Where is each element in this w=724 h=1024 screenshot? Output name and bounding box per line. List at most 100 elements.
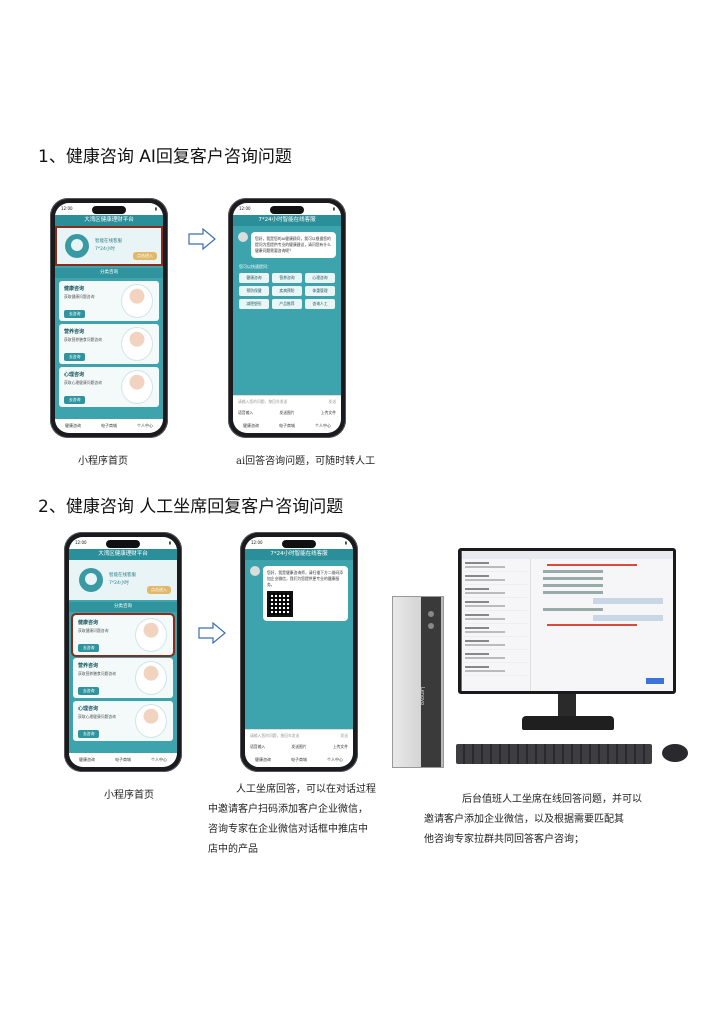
ai-message-bubble: 您好，我是您的AI健康顾问，我可以根据您的提问为您提供专业的健康建议，请问您有什… — [238, 232, 336, 258]
status-time: 12:00 — [251, 540, 263, 545]
chat-input[interactable]: 请输入您的问题，按回车发送 — [238, 399, 288, 404]
message-line — [593, 615, 663, 621]
message-line — [593, 598, 663, 604]
consult-button[interactable]: 去咨询 — [64, 396, 86, 404]
keyboard — [456, 744, 652, 764]
doctor-avatar — [121, 284, 153, 318]
card-health[interactable]: 健康咨询获取健康问题咨询去咨询 — [71, 613, 175, 657]
tab-profile[interactable]: 个人中心 — [315, 423, 331, 428]
tab-health[interactable]: 健康咨询 — [243, 423, 259, 428]
caption-agent-chat: 人工坐席回答，可以在对话过程 中邀请客户扫码添加客户企业微信， 咨询专家在企业微… — [208, 780, 408, 860]
tab-bar: 健康咨询 电子商城 个人中心 — [69, 753, 177, 767]
quick-question[interactable]: 健康咨询 — [239, 273, 269, 283]
consult-button[interactable]: 去咨询 — [64, 310, 86, 318]
voice-input-button[interactable]: 语音输入 — [250, 744, 266, 749]
tab-profile[interactable]: 个人中心 — [137, 423, 153, 428]
qr-code-icon[interactable] — [267, 591, 293, 617]
enter-button[interactable]: 点击进入 — [147, 586, 171, 594]
list-item[interactable] — [464, 663, 527, 676]
list-item[interactable] — [464, 650, 527, 663]
tab-health[interactable]: 健康咨询 — [255, 757, 271, 762]
ai-service-banner[interactable]: 智能在线客服 7*24小时 点击进入 — [55, 226, 163, 266]
message-line — [543, 570, 603, 573]
card-subtitle: 获取健康问题咨询 — [78, 628, 109, 633]
send-button[interactable]: 发送 — [328, 399, 336, 404]
upload-file-button[interactable]: 上传文件 — [320, 410, 336, 415]
send-image-button[interactable]: 发送图片 — [291, 744, 307, 749]
battery-icon: ▮ — [344, 540, 347, 545]
console-send-button[interactable] — [646, 678, 664, 684]
card-title: 心理咨询 — [64, 372, 85, 378]
caption-line: 中邀请客户扫码添加客户企业微信， — [208, 804, 368, 815]
enter-button[interactable]: 点击进入 — [133, 252, 157, 260]
consult-button[interactable]: 去咨询 — [78, 644, 100, 652]
phone-ai-chat: 12:00▮ 7*24小时智能在线客服 您好，我是您的AI健康顾问，我可以根据您… — [228, 198, 346, 438]
tab-bar: 健康咨询 电子商城 个人中心 — [245, 753, 353, 767]
doctor-avatar — [135, 618, 167, 652]
quick-question[interactable]: 咨询人工 — [305, 299, 335, 309]
quick-question[interactable]: 营养咨询 — [272, 273, 302, 283]
hero-title: 智能在线客服 — [95, 239, 122, 244]
quick-question[interactable]: 预防保健 — [239, 286, 269, 296]
message-line — [543, 584, 603, 587]
message-line — [543, 591, 603, 594]
card-health[interactable]: 健康咨询获取健康问题咨询去咨询 — [59, 281, 159, 321]
card-nutrition[interactable]: 营养咨询获取营养膳食问题咨询去咨询 — [73, 658, 173, 698]
arrow-right-icon — [188, 228, 216, 250]
card-psychology[interactable]: 心理咨询获取心理健康问题咨询去咨询 — [73, 701, 173, 741]
tab-health[interactable]: 健康咨询 — [79, 757, 95, 762]
consult-button[interactable]: 去咨询 — [78, 687, 100, 695]
list-item[interactable] — [464, 624, 527, 637]
caption-home-1: 小程序首页 — [78, 456, 128, 467]
phone-screen: 12:00▮ 7*24小时智能在线客服 您好，我是健康咨询师，请扫描下方二维码添… — [245, 537, 353, 767]
quick-question[interactable]: 体重管理 — [305, 286, 335, 296]
quick-question[interactable]: 产品推荐 — [272, 299, 302, 309]
tab-mall[interactable]: 电子商城 — [101, 423, 117, 428]
conversation-pane — [533, 561, 670, 688]
monitor-stand — [522, 716, 614, 730]
category-section-title: 分类咨询 — [55, 268, 163, 278]
hero-subtitle: 7*24小时 — [109, 581, 129, 586]
list-item[interactable] — [464, 637, 527, 650]
chat-input-bar: 请输入您的问题，按回车发送 发送 语音输入 发送图片 上传文件 — [233, 395, 341, 419]
quick-question[interactable]: 心理咨询 — [305, 273, 335, 283]
tab-mall[interactable]: 电子商城 — [115, 757, 131, 762]
consult-button[interactable]: 去咨询 — [64, 353, 86, 361]
headset-icon — [79, 568, 103, 592]
usb-port-icon — [428, 623, 434, 629]
chat-input-bar: 请输入您的问题，按回车发送 发送 语音输入 发送图片 上传文件 — [245, 729, 353, 753]
list-item[interactable] — [464, 585, 527, 598]
card-nutrition[interactable]: 营养咨询获取营养膳食问题咨询去咨询 — [59, 324, 159, 364]
send-button[interactable]: 发送 — [340, 733, 348, 738]
message-line — [547, 564, 637, 566]
upload-file-button[interactable]: 上传文件 — [332, 744, 348, 749]
card-subtitle: 获取营养膳食问题咨询 — [64, 337, 102, 342]
consult-button[interactable]: 去咨询 — [78, 730, 100, 738]
list-item[interactable] — [464, 598, 527, 611]
tab-profile[interactable]: 个人中心 — [151, 757, 167, 762]
send-image-button[interactable]: 发送图片 — [279, 410, 295, 415]
card-title: 心理咨询 — [78, 706, 99, 712]
message-line — [547, 624, 637, 626]
doctor-avatar — [121, 327, 153, 361]
chat-input[interactable]: 请输入您的问题，按回车发送 — [250, 733, 300, 738]
quick-question[interactable]: 减肥塑形 — [239, 299, 269, 309]
voice-input-button[interactable]: 语音输入 — [238, 410, 254, 415]
status-time: 12:00 — [61, 206, 73, 211]
agent-console-screen — [461, 551, 673, 691]
quick-question[interactable]: 疾病预防 — [272, 286, 302, 296]
quick-question-heading: 您可以快速提问： — [239, 264, 271, 269]
tab-mall[interactable]: 电子商城 — [279, 423, 295, 428]
phone-agent-chat: 12:00▮ 7*24小时智能在线客服 您好，我是健康咨询师，请扫描下方二维码添… — [240, 532, 358, 772]
tab-health[interactable]: 健康咨询 — [65, 423, 81, 428]
card-subtitle: 获取心理健康问题咨询 — [64, 380, 102, 385]
hero-subtitle: 7*24小时 — [95, 247, 115, 252]
card-psychology[interactable]: 心理咨询获取心理健康问题咨询去咨询 — [59, 367, 159, 407]
list-item[interactable] — [464, 572, 527, 585]
list-item[interactable] — [464, 611, 527, 624]
list-item[interactable] — [464, 559, 527, 572]
tab-profile[interactable]: 个人中心 — [327, 757, 343, 762]
tab-mall[interactable]: 电子商城 — [291, 757, 307, 762]
